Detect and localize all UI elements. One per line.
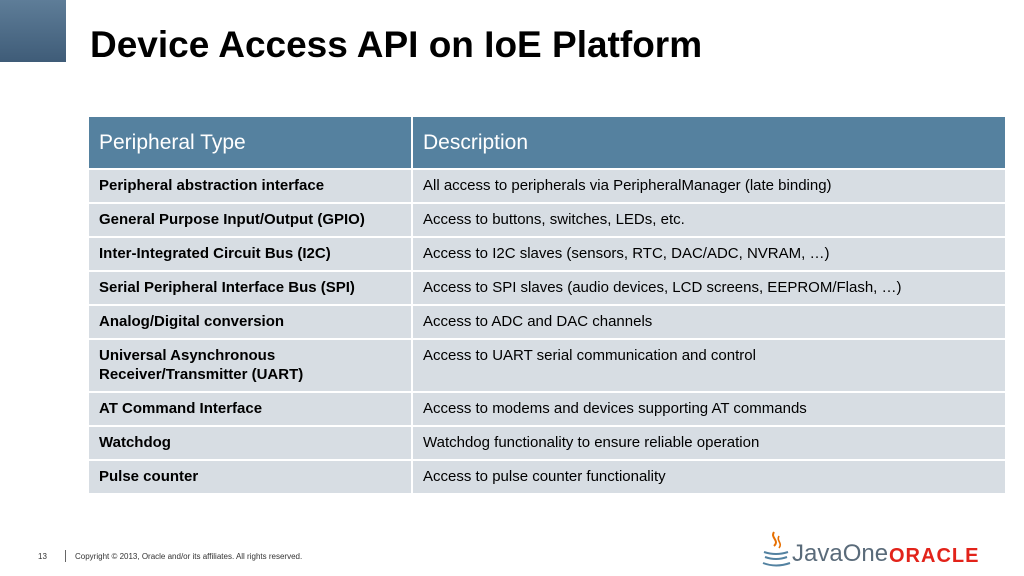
table-row: Universal Asynchronous Receiver/Transmit…	[87, 338, 1007, 393]
table-row: AT Command Interface Access to modems an…	[87, 391, 1007, 427]
header-description: Description	[411, 115, 1007, 170]
peripheral-type-cell: Inter-Integrated Circuit Bus (I2C)	[87, 236, 413, 272]
table-row: Watchdog Watchdog functionality to ensur…	[87, 425, 1007, 461]
java-cup-icon	[762, 531, 791, 567]
header-peripheral-type: Peripheral Type	[87, 115, 413, 170]
description-cell: Access to SPI slaves (audio devices, LCD…	[411, 270, 1007, 306]
description-cell: Access to I2C slaves (sensors, RTC, DAC/…	[411, 236, 1007, 272]
description-cell: Access to modems and devices supporting …	[411, 391, 1007, 427]
description-cell: All access to peripherals via Peripheral…	[411, 168, 1007, 204]
table-row: Serial Peripheral Interface Bus (SPI) Ac…	[87, 270, 1007, 306]
table-header-row: Peripheral Type Description	[87, 115, 1007, 170]
footer-divider	[65, 550, 66, 562]
peripheral-type-cell: AT Command Interface	[87, 391, 413, 427]
peripheral-type-cell: Peripheral abstraction interface	[87, 168, 413, 204]
oracle-logo: ORACLE	[889, 545, 980, 567]
table-row: Inter-Integrated Circuit Bus (I2C) Acces…	[87, 236, 1007, 272]
description-cell: Access to UART serial communication and …	[411, 338, 1007, 393]
corner-decoration	[0, 0, 66, 62]
copyright-notice: Copyright © 2013, Oracle and/or its affi…	[75, 552, 303, 561]
peripheral-type-cell: Analog/Digital conversion	[87, 304, 413, 340]
table-row: General Purpose Input/Output (GPIO) Acce…	[87, 202, 1007, 238]
table-row: Peripheral abstraction interface All acc…	[87, 168, 1007, 204]
description-cell: Watchdog functionality to ensure reliabl…	[411, 425, 1007, 461]
description-cell: Access to pulse counter functionality	[411, 459, 1007, 495]
table-row: Analog/Digital conversion Access to ADC …	[87, 304, 1007, 340]
peripheral-type-cell: Universal Asynchronous Receiver/Transmit…	[87, 338, 413, 393]
peripheral-type-cell: Watchdog	[87, 425, 413, 461]
peripheral-type-cell: Pulse counter	[87, 459, 413, 495]
javaone-logo: JavaOne	[792, 540, 889, 567]
peripheral-type-cell: General Purpose Input/Output (GPIO)	[87, 202, 413, 238]
peripheral-type-cell: Serial Peripheral Interface Bus (SPI)	[87, 270, 413, 306]
peripheral-table: Peripheral Type Description Peripheral a…	[87, 115, 1007, 495]
description-cell: Access to ADC and DAC channels	[411, 304, 1007, 340]
description-cell: Access to buttons, switches, LEDs, etc.	[411, 202, 1007, 238]
slide-title: Device Access API on IoE Platform	[90, 24, 703, 65]
page-number: 13	[38, 552, 47, 561]
table-row: Pulse counter Access to pulse counter fu…	[87, 459, 1007, 495]
